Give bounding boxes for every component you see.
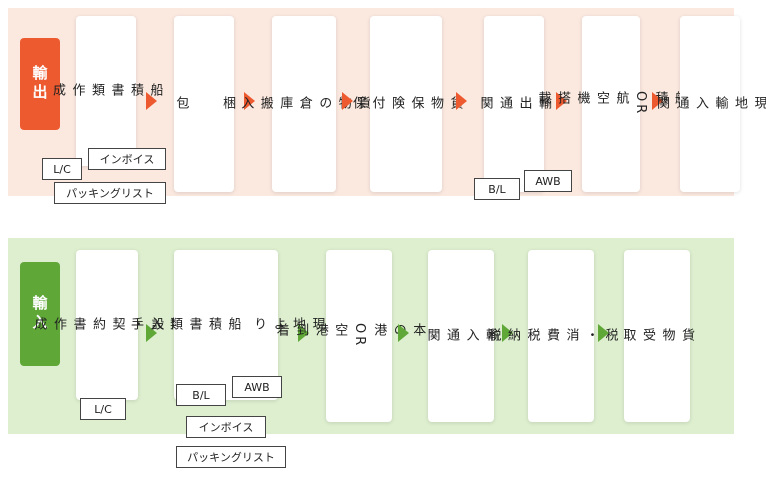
import-tag: 輸入	[20, 262, 60, 366]
doc-lc-import: L/C	[80, 398, 126, 420]
import-step-receipt: 貨 物 受 取	[621, 250, 694, 422]
doc-packing-list: パッキングリスト	[54, 182, 166, 204]
export-step-shipping-docs: 船 積 書 類 作 成	[50, 16, 163, 166]
export-step-warehouse: 貨 物 の 倉 庫 搬 入	[238, 16, 370, 192]
export-band: 輸出 船 積 書 類 作 成 梱 包 貨 物 の 倉 庫 搬 入 貨 物 保 険…	[8, 8, 766, 204]
import-arrow-2	[298, 324, 309, 342]
export-step-insurance: 貨 物 保 険 付 保	[350, 16, 463, 192]
doc-bl-import: B/L	[176, 384, 226, 406]
doc-lc: L/C	[42, 158, 82, 180]
export-arrow-1	[146, 92, 157, 110]
export-step-packing: 梱 包	[173, 16, 235, 192]
import-arrow-1	[146, 324, 157, 342]
doc-packing-list-import: パッキングリスト	[176, 446, 286, 468]
export-arrow-4	[456, 92, 467, 110]
export-arrow-2	[244, 92, 255, 110]
import-step-tax: 関 税 ・ 消 費 税 納 税	[486, 250, 637, 422]
doc-awb-import: AWB	[232, 376, 282, 398]
doc-invoice: インボイス	[88, 148, 166, 170]
import-arrow-4	[502, 324, 513, 342]
import-step-customs: 輸 入 通 関	[425, 250, 498, 422]
doc-bl: B/L	[474, 178, 520, 200]
import-arrow-5	[598, 324, 609, 342]
import-step-arrival: 日 本 の 港 OR 空 港 到 着	[274, 250, 445, 422]
import-band: 輸入 開 設 ・ 契 約 書 作 成 船 積 書 類 入 手 現 地 よ り 日…	[8, 238, 734, 468]
doc-awb: AWB	[524, 170, 572, 192]
export-arrow-5	[556, 92, 567, 110]
import-arrow-3	[398, 324, 409, 342]
export-step-delivery: 現 地 輸 入 通 関	[654, 16, 766, 192]
export-arrow-6	[652, 92, 663, 110]
import-step-receive-docs: 船 積 書 類 入 手 現 地 よ り	[128, 250, 325, 400]
doc-invoice-import: インボイス	[186, 416, 266, 438]
export-step-import-customs: 船 積 OR 航 空 機 搭 載	[536, 16, 687, 192]
export-step-loading: 輸 出 通 関	[478, 16, 551, 192]
import-step-lc-contract: 開 設 ・ 契 約 書 作 成	[32, 250, 183, 400]
export-tag: 輸出	[20, 38, 60, 130]
export-arrow-3	[342, 92, 353, 110]
